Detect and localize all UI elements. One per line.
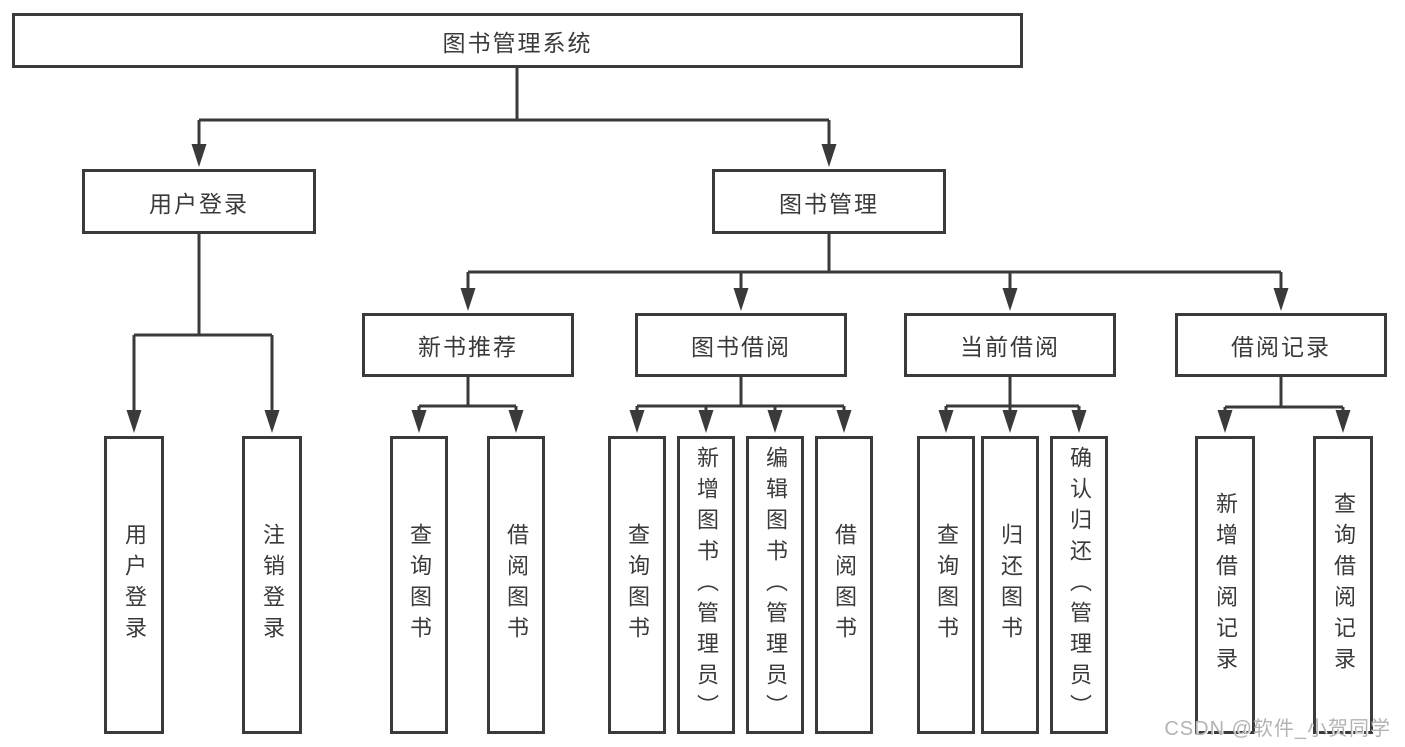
leaf-new-book-borrow-label: 借阅图书 [504, 523, 529, 647]
leaf-new-book-query: 查询图书 [390, 436, 448, 734]
connector-book-mgmt-sections [466, 234, 1283, 293]
connector-user-login-children [132, 234, 274, 415]
connector-root-to-level2 [197, 68, 831, 150]
node-current-borrow: 当前借阅 [904, 313, 1116, 377]
leaf-current-confirm: 确认归还（管理员） [1050, 436, 1108, 734]
leaf-logout-label: 注销登录 [260, 523, 285, 647]
arrowhead [698, 410, 714, 433]
arrowhead [1002, 288, 1018, 311]
arrowhead [767, 410, 783, 433]
arrowhead [1002, 410, 1018, 433]
leaf-record-add-label: 新增借阅记录 [1213, 492, 1238, 678]
arrowhead [411, 410, 427, 433]
leaf-current-query-label: 查询图书 [934, 523, 959, 647]
leaf-current-confirm-label: 确认归还（管理员） [1067, 445, 1092, 725]
arrowhead [1273, 288, 1289, 311]
arrowhead [1217, 410, 1233, 433]
leaf-borrow-edit: 编辑图书（管理员） [746, 436, 804, 734]
arrowhead [733, 288, 749, 311]
arrowhead [1071, 410, 1087, 433]
leaf-borrow-add-label: 新增图书（管理员） [694, 445, 719, 725]
leaf-borrow-edit-label: 编辑图书（管理员） [763, 445, 788, 725]
arrowhead [938, 410, 954, 433]
arrowhead [508, 410, 524, 433]
arrowhead [821, 144, 837, 167]
arrowhead [264, 410, 280, 433]
arrowhead [460, 288, 476, 311]
leaf-current-query: 查询图书 [917, 436, 975, 734]
leaf-new-book-borrow: 借阅图书 [487, 436, 545, 734]
leaf-borrow-query: 查询图书 [608, 436, 666, 734]
leaf-current-return: 归还图书 [981, 436, 1039, 734]
arrowhead [836, 410, 852, 433]
connector-new-book-rec-children [417, 377, 518, 415]
leaf-borrow-borrow: 借阅图书 [815, 436, 873, 734]
connector-borrow-records-children [1223, 377, 1345, 415]
arrowhead [629, 410, 645, 433]
connector-current-borrow-children [944, 377, 1081, 415]
arrowhead [126, 410, 142, 433]
leaf-new-book-query-label: 查询图书 [407, 523, 432, 647]
leaf-user-login-label: 用户登录 [122, 523, 147, 647]
node-borrow-records: 借阅记录 [1175, 313, 1387, 377]
leaf-current-return-label: 归还图书 [998, 523, 1023, 647]
node-user-login: 用户登录 [82, 169, 316, 234]
leaf-borrow-add: 新增图书（管理员） [677, 436, 735, 734]
leaf-record-query: 查询借阅记录 [1313, 436, 1373, 734]
node-book-mgmt: 图书管理 [712, 169, 946, 234]
node-new-book-rec: 新书推荐 [362, 313, 574, 377]
arrowhead [191, 144, 207, 167]
connector-book-borrow-children [635, 377, 846, 415]
node-root: 图书管理系统 [12, 13, 1023, 68]
leaf-logout: 注销登录 [242, 436, 302, 734]
leaf-user-login: 用户登录 [104, 436, 164, 734]
leaf-borrow-borrow-label: 借阅图书 [832, 523, 857, 647]
leaf-record-add: 新增借阅记录 [1195, 436, 1255, 734]
leaf-record-query-label: 查询借阅记录 [1331, 492, 1356, 678]
node-book-borrow: 图书借阅 [635, 313, 847, 377]
leaf-borrow-query-label: 查询图书 [625, 523, 650, 647]
arrowhead [1335, 410, 1351, 433]
watermark: CSDN @软件_小贺同学 [1164, 718, 1391, 740]
